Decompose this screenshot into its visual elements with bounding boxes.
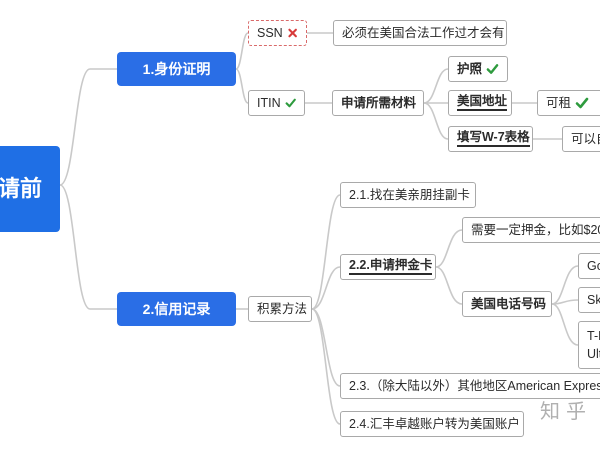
passport-node[interactable]: 护照 [448, 56, 508, 82]
materials-label: 申请所需材料 [341, 95, 417, 110]
ssn-label: SSN [257, 25, 283, 40]
phone-option-1-label: Go [587, 258, 600, 273]
phone-option-2-node[interactable]: Sk [578, 287, 600, 313]
phone-option-3-node[interactable]: T-M Ult [578, 321, 600, 369]
branch-credit-label: 2.信用记录 [142, 301, 211, 317]
us-address-label: 美国地址 [457, 95, 508, 111]
deposit-note-node[interactable]: 需要一定押金，比如$20 [462, 217, 600, 243]
w7-note-node[interactable]: 可以自 [562, 126, 600, 152]
w7-note-label: 可以自 [571, 131, 600, 146]
ssn-note-node[interactable]: 必须在美国合法工作过才会有 [333, 20, 507, 46]
check-icon [575, 97, 589, 109]
rentable-note-label: 可租 [546, 95, 572, 110]
itin-label: ITIN [257, 95, 281, 110]
phone-label: 美国电话号码 [471, 296, 547, 311]
ssn-note-label: 必须在美国合法工作过才会有 [342, 25, 505, 40]
materials-node[interactable]: 申请所需材料 [332, 90, 424, 116]
passport-label: 护照 [457, 61, 483, 76]
root-label: 请前 [0, 176, 43, 201]
phone-node[interactable]: 美国电话号码 [462, 291, 552, 317]
w7-form-node[interactable]: 填写W-7表格 [448, 126, 533, 152]
zhihu-watermark: 知乎 [540, 399, 592, 423]
credit-item-3-node[interactable]: 2.3.（除大陆以外）其他地区American Express [340, 373, 600, 399]
branch-identity-node[interactable]: 1.身份证明 [117, 52, 236, 86]
branch-identity-label: 1.身份证明 [142, 61, 211, 77]
branch-credit-node[interactable]: 2.信用记录 [117, 292, 236, 326]
root-node[interactable]: 请前 [0, 146, 60, 232]
deposit-note-label: 需要一定押金，比如$20 [471, 222, 600, 237]
itin-node[interactable]: ITIN [248, 90, 305, 116]
credit-item-3-label: 2.3.（除大陆以外）其他地区American Express [349, 378, 600, 393]
method-node[interactable]: 积累方法 [248, 296, 312, 322]
method-label: 积累方法 [257, 301, 308, 316]
w7-form-label: 填写W-7表格 [457, 131, 530, 147]
phone-option-2-label: Sk [587, 292, 600, 307]
ssn-node[interactable]: SSN [248, 20, 307, 46]
check-icon [486, 64, 499, 74]
credit-item-1-node[interactable]: 2.1.找在美亲朋挂副卡 [340, 182, 476, 208]
phone-option-3-label: T-M [587, 328, 600, 343]
phone-option-1-node[interactable]: Go [578, 253, 600, 279]
cross-icon [288, 28, 297, 38]
credit-item-2-label: 2.2.申请押金卡 [349, 259, 433, 275]
credit-item-4-node[interactable]: 2.4.汇丰卓越账户转为美国账户 [340, 411, 524, 437]
us-address-node[interactable]: 美国地址 [448, 90, 512, 116]
credit-item-4-label: 2.4.汇丰卓越账户转为美国账户 [349, 416, 520, 431]
credit-item-2-node[interactable]: 2.2.申请押金卡 [340, 254, 436, 280]
phone-option-4-label: Ult [587, 347, 600, 361]
check-icon [285, 98, 296, 108]
credit-item-1-label: 2.1.找在美亲朋挂副卡 [349, 187, 470, 202]
rentable-note-node[interactable]: 可租 [537, 90, 600, 116]
